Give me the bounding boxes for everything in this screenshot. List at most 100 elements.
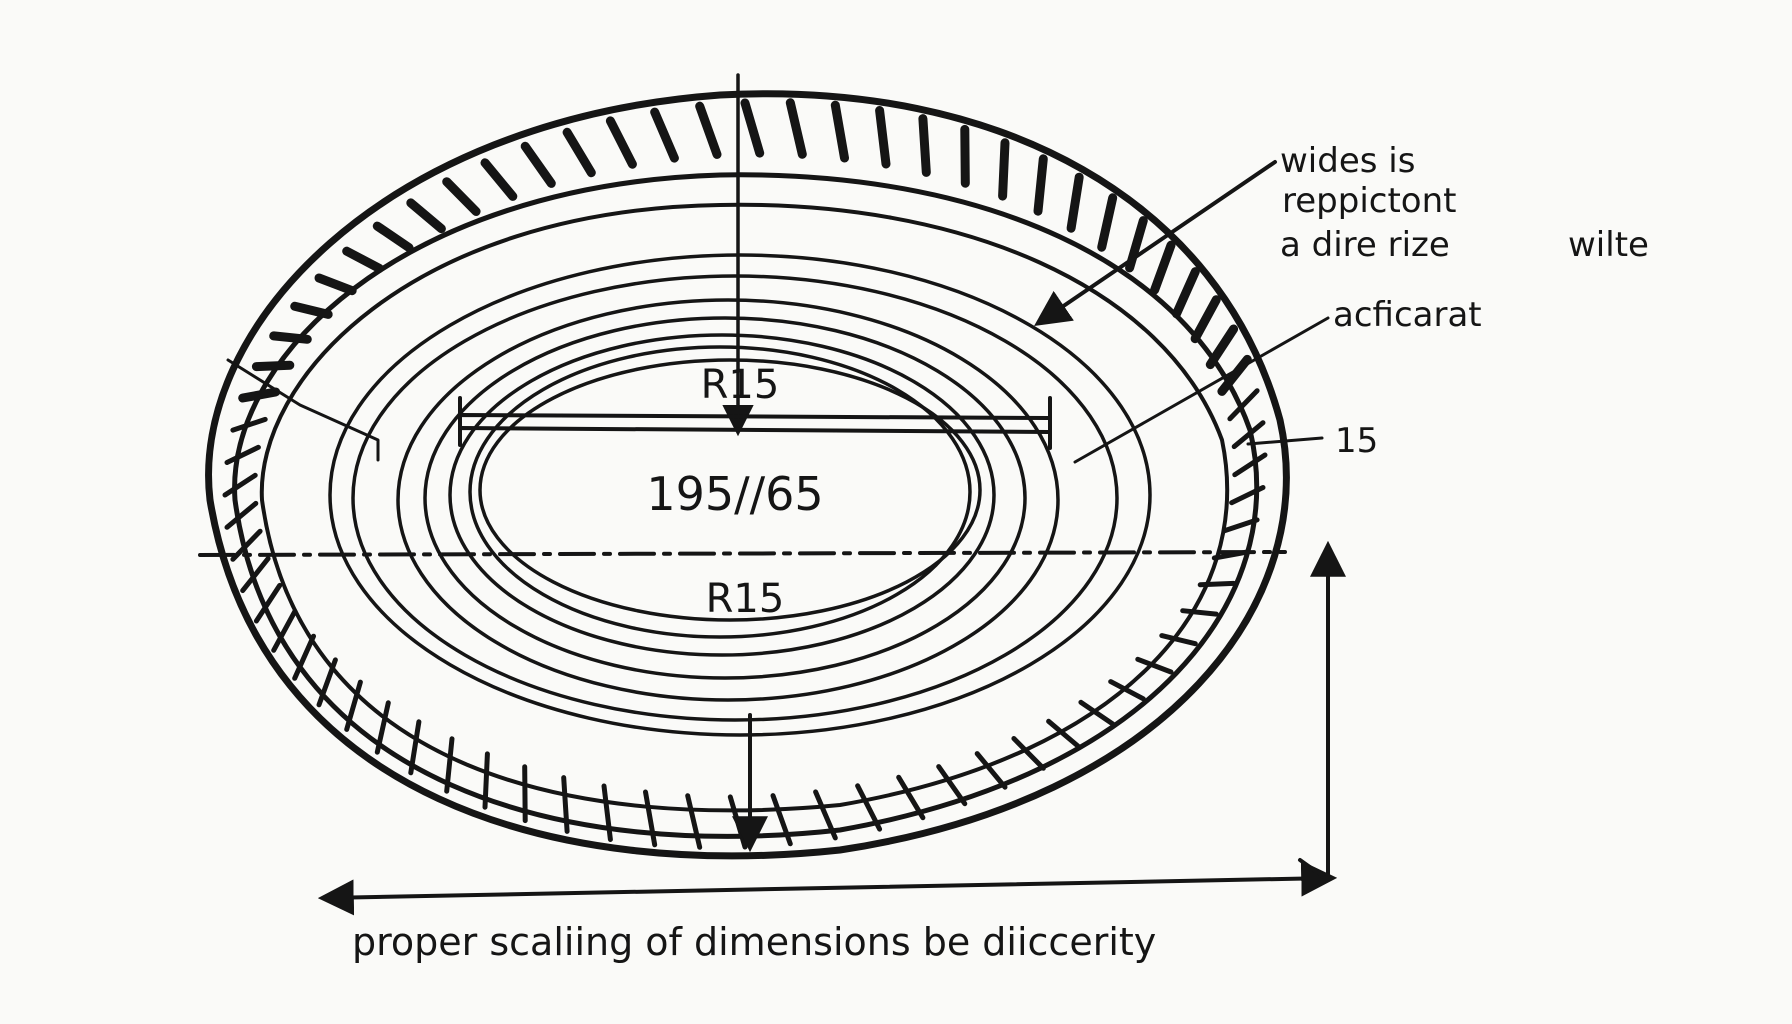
tread-block	[1108, 679, 1146, 702]
tread-block	[251, 360, 295, 372]
tread-block	[271, 608, 298, 653]
tread-block	[830, 100, 849, 163]
tread-block	[1229, 485, 1266, 506]
rim-ring-3	[396, 298, 1060, 702]
tread-block	[685, 793, 703, 850]
annotation-line-3b: wilte	[1568, 225, 1649, 265]
tread-block	[1011, 736, 1046, 771]
tread-block	[372, 221, 414, 253]
tread-block	[1232, 452, 1268, 478]
tread-block	[1180, 608, 1219, 617]
annotation-line-3: a dire rize	[1280, 225, 1450, 265]
tread-block	[855, 783, 883, 832]
rim-ring-4	[423, 316, 1027, 680]
tread-block	[1190, 295, 1221, 344]
tread-block	[482, 751, 490, 810]
tread-block	[269, 331, 312, 344]
annotation-line-2: reppictont	[1282, 181, 1456, 221]
tread-block	[643, 789, 658, 848]
tread-block	[406, 198, 446, 234]
tread-block	[290, 301, 333, 319]
tread-block	[1197, 580, 1237, 588]
accuracy-annotation: acficarat	[1333, 295, 1482, 335]
tread-block	[936, 764, 968, 807]
tread-block	[896, 774, 926, 821]
rim-ring-5	[448, 333, 996, 657]
tread-block	[230, 416, 268, 433]
tread-block	[1135, 656, 1174, 675]
tread-block	[238, 387, 281, 403]
tread-block	[727, 794, 748, 850]
rim-ring-6	[468, 345, 972, 639]
tread-block	[875, 106, 891, 169]
tread-block	[813, 789, 838, 841]
tread-block	[522, 764, 528, 824]
tread-block	[253, 582, 283, 624]
tread-block	[601, 783, 613, 842]
tread-block	[998, 138, 1010, 201]
width-bar	[458, 396, 1052, 450]
tread-block	[1159, 633, 1198, 647]
tread-block	[1066, 172, 1084, 233]
rim-ring-1	[328, 253, 1152, 737]
top-radius-label: R15	[701, 362, 780, 408]
rim-ring-7	[478, 358, 982, 622]
tread-block	[374, 700, 391, 755]
accuracy-leader	[1073, 316, 1330, 464]
tread-block	[1231, 420, 1266, 450]
tread-block	[222, 472, 258, 498]
tread-block	[230, 528, 263, 562]
sidewall-inner-edge	[259, 202, 1230, 813]
bottom-width-arrow	[317, 860, 1338, 916]
tread-block	[695, 101, 722, 159]
tread-block	[442, 177, 481, 216]
tread-block	[1222, 517, 1260, 534]
tread-block	[316, 657, 338, 708]
tread-block	[1097, 193, 1118, 252]
tread-block	[344, 679, 363, 732]
tread-block	[770, 793, 793, 847]
tread-block	[918, 114, 931, 177]
tread-block	[1172, 267, 1200, 319]
right-height-arrow	[1298, 540, 1346, 882]
tread-block	[240, 556, 271, 594]
tire-body	[205, 90, 1290, 860]
tread-block	[1046, 718, 1082, 750]
tread-block	[314, 273, 357, 296]
tread-block	[224, 444, 261, 465]
tire-tread-inner-edge	[232, 172, 1260, 839]
tread-block	[292, 633, 316, 681]
rim-rings	[328, 253, 1152, 737]
tread-block	[1150, 240, 1176, 295]
tread-block	[785, 98, 807, 159]
horizontal-center-dashline	[198, 550, 1287, 557]
tread-block	[960, 124, 970, 188]
side-number-leader	[1246, 436, 1324, 446]
tread-block	[1227, 388, 1260, 422]
tread-block	[520, 141, 556, 188]
tread-block	[562, 127, 596, 178]
tread-block	[1033, 154, 1048, 216]
tread-block	[1205, 324, 1239, 370]
tread-block	[408, 719, 422, 776]
tread-block	[740, 98, 765, 158]
tread-block	[342, 246, 384, 273]
tire-outer-edge	[205, 90, 1290, 860]
side-number-label: 15	[1335, 421, 1378, 461]
tread-block	[561, 775, 570, 834]
tread-block	[444, 736, 455, 794]
annotation-arrow	[1034, 160, 1277, 327]
tread-block	[974, 751, 1008, 790]
tread-block	[605, 116, 637, 169]
labels: R15 195//65 R15 15 acficarat wides is re…	[352, 141, 1649, 964]
tread-block	[1078, 699, 1116, 727]
dimension-lines	[198, 73, 1346, 916]
tire-size-label: 195//65	[646, 467, 823, 521]
annotation-line-1: wides is	[1280, 141, 1415, 181]
tread-block	[650, 107, 679, 163]
lower-radius-label: R15	[706, 576, 785, 622]
caption: proper scaliing of dimensions be diiccer…	[352, 920, 1156, 964]
left-leader-line	[226, 358, 380, 462]
tread-pattern	[222, 98, 1268, 850]
